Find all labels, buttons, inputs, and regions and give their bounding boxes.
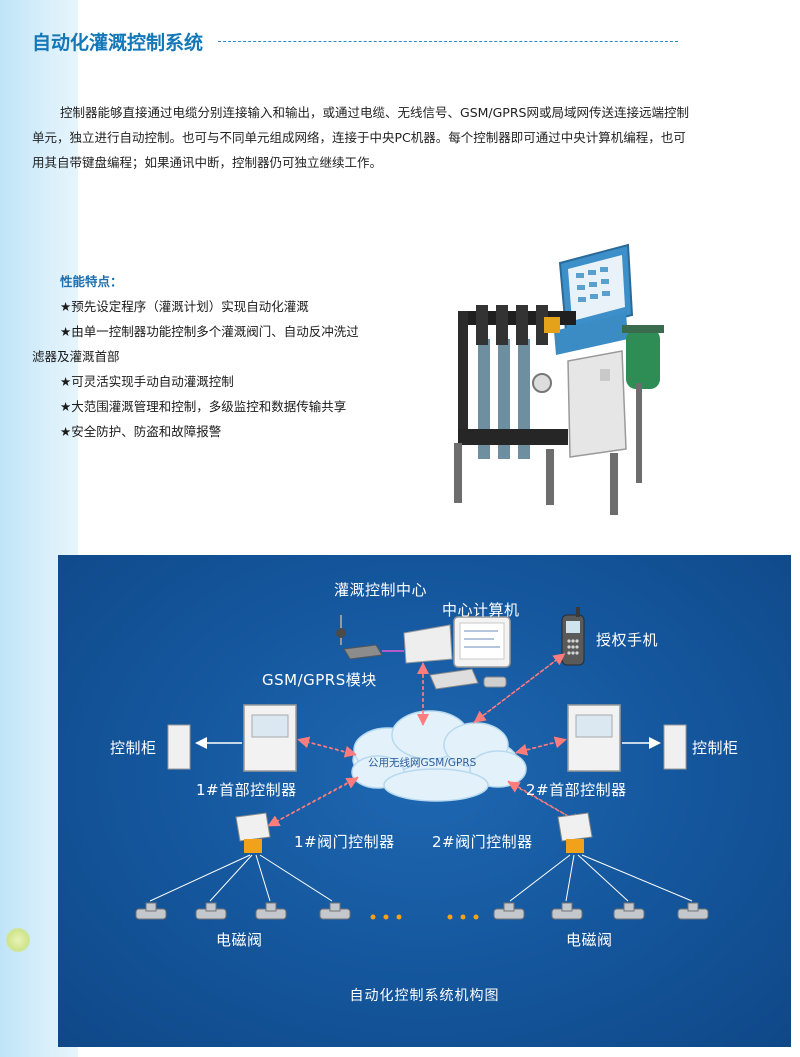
- controller-equipment-photo: [454, 243, 664, 515]
- diagram-caption: 自动化控制系统机构图: [349, 988, 500, 1004]
- feature-item: ★预先设定程序（灌溉计划）实现自动化灌溉: [60, 299, 309, 314]
- label-control-center: 灌溉控制中心: [334, 581, 428, 599]
- decorative-dot: [6, 928, 30, 952]
- label-solenoid-right: 电磁阀: [566, 931, 613, 949]
- label-head-controller-2: 2#首部控制器: [526, 781, 627, 799]
- network-cloud: [351, 710, 527, 802]
- features-list: ★预先设定程序（灌溉计划）实现自动化灌溉 ★由单一控制器功能控制多个灌溉阀门、自…: [32, 294, 412, 444]
- feature-item: ★可灵活实现手动自动灌溉控制: [60, 374, 234, 389]
- label-authorized-phone: 授权手机: [596, 631, 659, 649]
- label-solenoid-left: 电磁阀: [216, 931, 263, 949]
- diagram-graphics: [135, 607, 709, 920]
- feature-item: ★由单一控制器功能控制多个灌溉阀门、自动反冲洗过: [60, 324, 359, 339]
- feature-item: ★大范围灌溉管理和控制，多级监控和数据传输共享: [60, 399, 347, 414]
- label-cabinet-left: 控制柜: [110, 739, 157, 757]
- title-divider: [218, 41, 678, 42]
- feature-item: ★安全防护、防盗和故障报警: [60, 424, 222, 439]
- feature-item-continuation: 滤器及灌溉首部: [32, 349, 120, 364]
- label-network: 公用无线网GSM/GPRS: [368, 757, 477, 769]
- label-valve-controller-2: 2#阀门控制器: [432, 833, 533, 851]
- label-head-controller-1: 1#首部控制器: [196, 781, 297, 799]
- page-title: 自动化灌溉控制系统: [32, 32, 204, 54]
- label-cabinet-right: 控制柜: [692, 739, 739, 757]
- label-valve-controller-1: 1#阀门控制器: [294, 833, 395, 851]
- system-architecture-diagram: 灌溉控制中心 中心计算机 授权手机 GSM/GPRS模块 控制柜 控制柜 公用无…: [58, 555, 791, 1047]
- label-gsm-module: GSM/GPRS模块: [262, 671, 377, 689]
- intro-paragraph: 控制器能够直接通过电缆分别连接输入和输出，或通过电缆、无线信号、GSM/GPRS…: [32, 105, 689, 170]
- features-heading: 性能特点：: [60, 274, 123, 289]
- label-central-computer: 中心计算机: [442, 601, 520, 619]
